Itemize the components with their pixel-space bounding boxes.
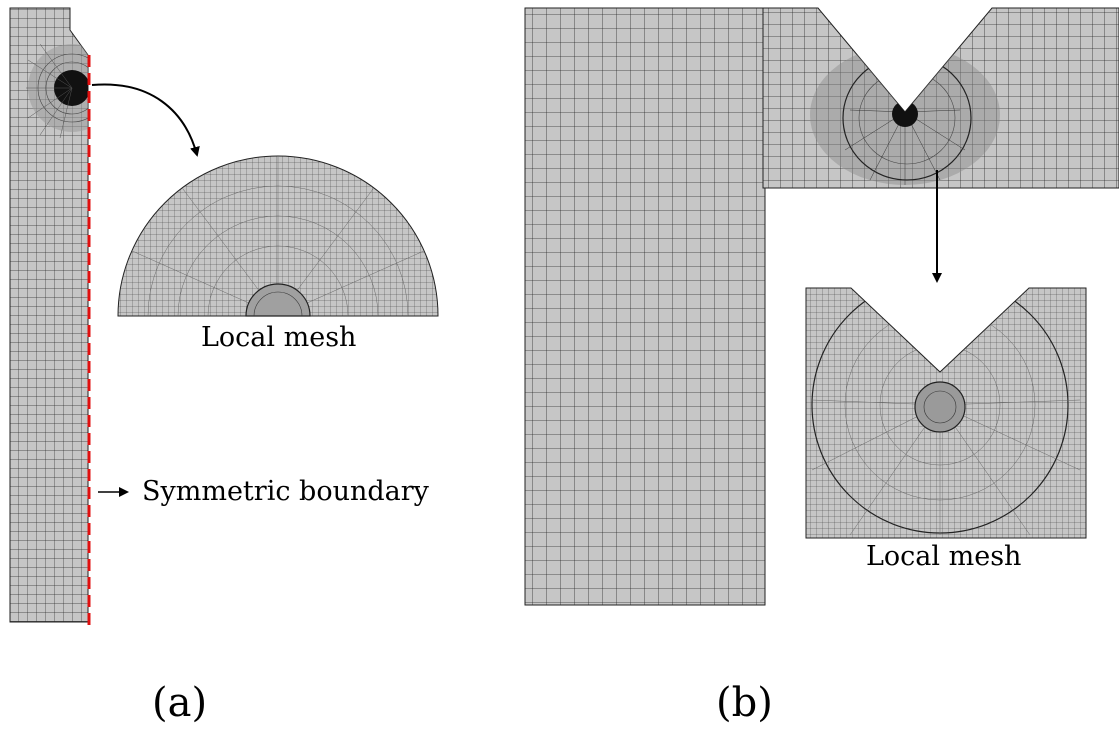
panel-a-local-core [245,283,311,317]
panel-b-mesh [524,7,1119,606]
panel-b-local-mesh [805,287,1087,539]
panel-a-refined-zone [26,43,88,139]
panel-a-local-mesh [117,155,439,317]
panel-b-local-mesh-label: Local mesh [866,541,1022,572]
panel-a-local-mesh-label: Local mesh [201,322,357,353]
panel-a-label: (a) [152,680,208,726]
panel-a-mesh [9,7,91,626]
panel-b-notched-part [762,7,1119,189]
panel-b-local-core [914,381,966,433]
symmetric-boundary-label: Symmetric boundary [142,476,429,507]
panel-b-refined-zone [810,45,1000,185]
panel-b-vertical-part [524,7,766,606]
panel-b-label: (b) [716,680,773,726]
panel-a-zoom-arrow [91,83,200,157]
